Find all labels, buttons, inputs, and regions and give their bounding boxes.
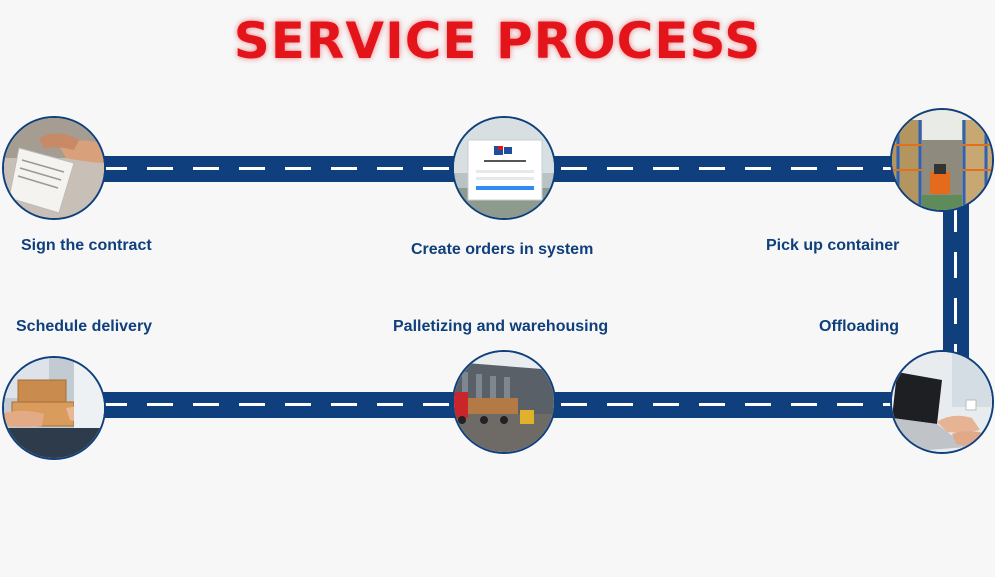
step-1-image [2,116,106,220]
warehouse-forklift-icon [892,110,992,210]
contract-handshake-icon [4,118,104,218]
step-1-label: Sign the contract [21,237,152,254]
step-2-label: Create orders in system [411,241,594,258]
step-4-label: Offloading [819,318,899,335]
step-5-image [452,350,556,454]
order-system-screen-icon [454,118,554,218]
truck-warehouse-icon [454,352,554,452]
step-2-image [452,116,556,220]
step-6-image [2,356,106,460]
step-6-label: Schedule delivery [16,318,153,335]
step-4-image [890,350,994,454]
step-3-image [890,108,994,212]
step-3-label: Pick up container [766,237,900,254]
parcel-handover-icon [4,358,104,458]
laptop-typing-icon [892,352,992,452]
page-title: SERVICE PROCESS [233,12,762,70]
step-5-label: Palletizing and warehousing [393,318,609,335]
